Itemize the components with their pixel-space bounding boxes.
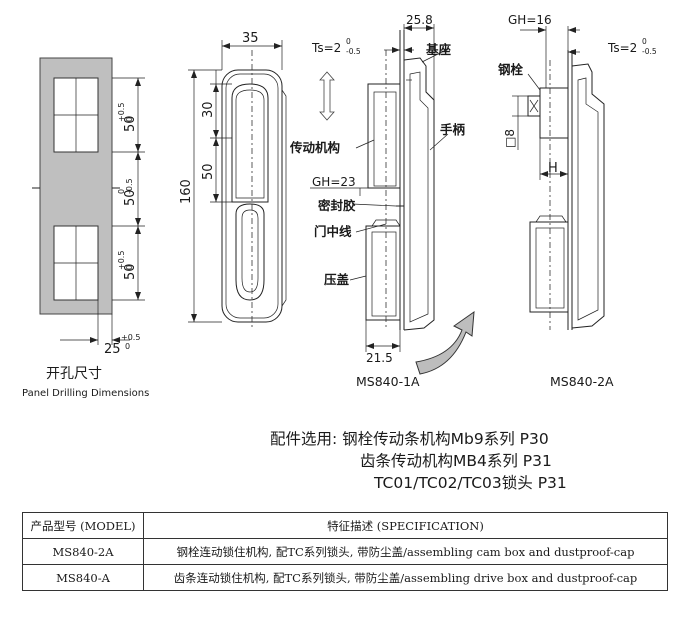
drill-dim-mid: 50	[123, 189, 138, 206]
side1-label-door-center: 门中线	[314, 224, 352, 239]
side1-label-cover: 压盖	[324, 272, 350, 287]
side2-label-square: □8	[503, 129, 517, 148]
side2-label-h: H	[548, 161, 558, 176]
drill-dim-width-tol-lower: 0	[125, 342, 130, 351]
front-view	[188, 40, 287, 330]
side2-label-bolt: 钢栓	[498, 62, 524, 77]
table-row: MS840-2A 钢栓连动锁住机构, 配TC系列锁头, 带防尘盖/assembl…	[22, 538, 668, 565]
drill-title-en: Panel Drilling Dimensions	[22, 388, 149, 399]
side-view-1	[310, 24, 475, 375]
side2-model: MS840-2A	[550, 374, 614, 389]
spec-table: 产品型号 (MODEL) 特征描述 (SPECIFICATION) MS840-…	[22, 512, 668, 591]
spec-cell-model: MS840-A	[22, 564, 144, 591]
front-lower-slot	[235, 203, 265, 301]
drill-dim-top-tol-upper: +0.5	[117, 103, 126, 122]
panel-drilling-view	[32, 57, 145, 345]
side1-model: MS840-1A	[356, 374, 420, 389]
side1-drive-mechanism	[367, 83, 401, 189]
accessories-block: 配件选用: 钢栓传动条机构Mb9系列 P30 齿条传动机构MB4系列 P31 T…	[270, 428, 690, 494]
front-dim-width: 35	[242, 31, 259, 46]
front-dim-height: 160	[179, 179, 194, 204]
side1-ts-tol-lower: -0.5	[346, 47, 361, 56]
drill-dim-width: 25	[104, 342, 121, 357]
side2-handle	[571, 63, 605, 329]
drill-dim-top: 50	[123, 115, 138, 132]
side2-ts-tol-lower: -0.5	[642, 47, 657, 56]
side2-cover	[529, 221, 569, 313]
accessory-line-2: 齿条传动机构MB4系列 P31	[360, 452, 552, 470]
drill-dim-bottom-tol-upper: +0.5	[117, 251, 126, 270]
drill-title-cn: 开孔尺寸	[46, 366, 102, 382]
side1-ts-tol-upper: 0	[346, 37, 351, 46]
accessory-line-3: TC01/TC02/TC03锁头 P31	[374, 474, 567, 492]
front-dim-30: 30	[201, 101, 216, 118]
technical-drawing: 50 +0.5 0 50 0 -0.5 50 +0.5 0 25 +0.5 0 …	[22, 13, 657, 399]
accessory-line-1: 配件选用: 钢栓传动条机构Mb9系列 P30	[270, 430, 549, 448]
front-dim-50: 50	[201, 163, 216, 180]
drill-dim-mid-tol-upper: 0	[117, 189, 126, 194]
drill-dim-bottom: 50	[123, 263, 138, 280]
side2-bolt	[539, 87, 569, 139]
rotation-arrow-icon	[415, 310, 475, 375]
spec-cell-desc: 钢栓连动锁住机构, 配TC系列锁头, 带防尘盖/assembling cam b…	[143, 538, 668, 565]
spec-header-spec: 特征描述 (SPECIFICATION)	[143, 512, 668, 539]
side1-dim-258: 25.8	[406, 13, 433, 27]
side1-label-drive: 传动机构	[289, 140, 340, 155]
spec-cell-model: MS840-2A	[22, 538, 144, 565]
side1-label-handle: 手柄	[440, 122, 466, 137]
drill-dim-top-tol-lower: 0	[125, 117, 134, 122]
side1-label-seal: 密封胶	[317, 198, 356, 213]
side1-gh-label: GH=23	[312, 175, 356, 189]
side1-label-base: 基座	[425, 42, 452, 57]
spec-cell-desc: 齿条连动锁住机构, 配TC系列锁头, 带防尘盖/assembling drive…	[143, 564, 668, 591]
spec-header-row: 产品型号 (MODEL) 特征描述 (SPECIFICATION)	[22, 512, 668, 539]
table-row: MS840-A 齿条连动锁住机构, 配TC系列锁头, 带防尘盖/assembli…	[22, 564, 668, 591]
side-view-2	[512, 26, 605, 330]
side2-gh-label: GH=16	[508, 13, 552, 27]
side2-ts-tol-upper: 0	[642, 37, 647, 46]
spec-header-model: 产品型号 (MODEL)	[22, 512, 144, 539]
side1-cover	[365, 225, 401, 321]
side1-handle	[403, 57, 435, 331]
side1-dim-215: 21.5	[366, 351, 393, 365]
drill-dim-mid-tol-lower: -0.5	[125, 178, 134, 194]
drill-dim-width-tol-upper: +0.5	[121, 333, 140, 342]
drill-dim-bottom-tol-lower: 0	[125, 265, 134, 270]
side1-ts-label: Ts=2	[311, 41, 341, 55]
front-handle-window	[231, 83, 269, 203]
side2-ts-label: Ts=2	[607, 41, 637, 55]
